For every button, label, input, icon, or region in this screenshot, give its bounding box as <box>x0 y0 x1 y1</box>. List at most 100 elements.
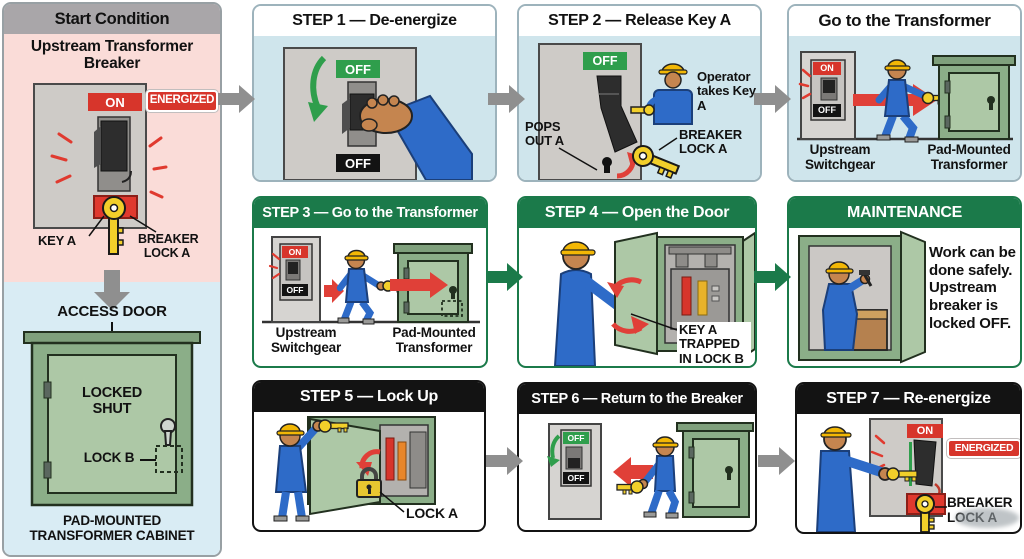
start-subtitle: Upstream Transformer Breaker <box>30 38 194 73</box>
switch-handle-on <box>100 120 128 172</box>
maintenance-text: Work can be done safely. Upstream breake… <box>929 244 1016 332</box>
switchgear-label: Upstream Switchgear <box>804 142 876 172</box>
switch-handle-face <box>342 98 350 134</box>
key-a-icon <box>616 480 644 495</box>
turn-arrowhead-top <box>607 282 624 298</box>
worker-figure <box>637 436 680 519</box>
step2-title: STEP 2 — Release Key A <box>519 6 760 36</box>
key-a-icon <box>102 196 126 255</box>
panel-step1: STEP 1 — De-energize OFF OFF <box>252 4 497 182</box>
step6-illustration <box>547 422 754 520</box>
on-tag: ON <box>907 424 943 438</box>
bushing-right <box>704 253 718 268</box>
key-trapped-label: KEY A TRAPPED IN LOCK B <box>677 322 751 366</box>
hinge-top <box>688 446 695 459</box>
keyhole-icon <box>987 96 995 110</box>
off-tag-bottom: OFF <box>336 154 380 172</box>
open-door-right <box>900 230 926 364</box>
worker-figure <box>336 249 386 325</box>
start-condition-body: Upstream Transformer Breaker ON ENERGIZE… <box>4 34 220 555</box>
maintenance-title: MAINTENANCE <box>789 198 1020 228</box>
switch-handle-on <box>913 439 937 487</box>
hinge-bottom <box>944 115 951 129</box>
locked-shut-label: LOCKED SHUT <box>81 385 143 417</box>
panel-start-condition: Start Condition <box>2 2 222 557</box>
flow-arrow-start-to-step1 <box>218 85 255 113</box>
panel-step4: STEP 4 — Open the Door <box>517 196 757 368</box>
panel-step7: STEP 7 — Re-energize <box>795 382 1022 534</box>
breaker-lock-a-label: BREAKER LOCK A <box>679 127 742 157</box>
trapped-pointer <box>630 313 678 331</box>
step3-illustration <box>262 236 480 325</box>
turn-arrowhead-bottom <box>631 316 649 334</box>
panel-maintenance: MAINTENANCE Work can be <box>787 196 1022 368</box>
red-element <box>385 437 395 481</box>
step4-title: STEP 4 — Open the Door <box>519 198 755 228</box>
switchgear-label: Upstream Switchgear <box>270 325 342 355</box>
short-arrow <box>324 279 344 303</box>
mini-handle <box>568 458 580 468</box>
tool-head <box>859 270 870 275</box>
hinge-bottom <box>688 491 695 504</box>
step1-body: OFF OFF <box>254 36 495 180</box>
operator-label: Operator takes Key A <box>697 69 756 113</box>
transformer-door <box>692 438 740 508</box>
step5-title: STEP 5 — Lock Up <box>254 382 484 412</box>
keyhole-icon <box>602 157 612 173</box>
mini-off-tag-bottom: OFF <box>563 472 589 484</box>
return-arrow <box>613 457 653 487</box>
start-condition-illustration <box>4 34 220 555</box>
goto-body: ON OFF Upstream Switchgear Pad-Mounted T… <box>789 36 1020 180</box>
step2-body: OFF POPS OUT A Operator takes Key A BREA… <box>519 36 760 180</box>
step6-title: STEP 6 — Return to the Breaker <box>519 384 755 414</box>
transformer-top <box>676 422 754 432</box>
hinge-top <box>944 80 951 94</box>
breaker-lock-pointer <box>658 137 678 151</box>
mini-off-tag: OFF <box>813 104 841 117</box>
key-a-pointer <box>88 215 105 237</box>
worker-figure <box>273 420 324 522</box>
lock-b-outline <box>441 300 463 317</box>
worker-figure <box>821 261 873 351</box>
goto-title: Go to the Transformer <box>789 6 1020 36</box>
flow-arrow-step4-to-maintenance <box>754 263 791 291</box>
detail-block-2 <box>711 295 720 302</box>
padlock-icon <box>356 467 382 498</box>
worker-figure <box>875 59 933 143</box>
step5-body: LOCK A <box>254 412 484 530</box>
lock-a-pointer <box>129 215 157 233</box>
cabinet-top <box>23 331 201 344</box>
keyhole-icon <box>449 286 457 299</box>
transformer-label: Pad-Mounted Transformer <box>927 142 1011 172</box>
step7-title: STEP 7 — Re-energize <box>797 384 1020 414</box>
breaker-lock-a-label: BREAKER LOCK A <box>138 232 199 260</box>
pops-out-pointer <box>558 147 598 171</box>
access-door-label: ACCESS DOOR <box>57 303 167 320</box>
flow-arrow-step3-to-step4 <box>486 263 523 291</box>
hinge-top <box>403 267 410 280</box>
transformer-top <box>932 55 1016 66</box>
worker-figure <box>815 426 892 532</box>
hinge-bottom <box>43 461 52 479</box>
keyhole-icon <box>725 466 733 480</box>
panel-goto-transformer: Go to the Transformer <box>787 4 1022 182</box>
panel-step3: STEP 3 — Go to the Transformer <box>252 196 488 368</box>
mini-on-tag: ON <box>282 246 308 258</box>
maintenance-body: Work can be done safely. Upstream breake… <box>789 228 1020 366</box>
panel-step5: STEP 5 — Lock Up <box>252 380 486 532</box>
key-a-icon <box>632 145 681 179</box>
step3-body: ON OFF Upstream Switchgear Pad-Mounted T… <box>254 228 486 366</box>
key-a-label: KEY A <box>37 233 76 248</box>
transformer-label: Pad-Mounted Transformer <box>392 325 476 355</box>
key-a-in-lock-icon <box>915 494 935 532</box>
switch-motion-arrow <box>121 170 132 183</box>
mini-handle <box>823 80 835 93</box>
hinge-top <box>43 381 52 399</box>
equipment-block <box>409 431 427 489</box>
mini-off-tag-top: OFF <box>563 432 589 444</box>
cabinet-door <box>47 354 177 494</box>
lock-b-outline <box>155 445 183 473</box>
flow-arrow-step2-to-goto <box>754 85 791 113</box>
mini-off-tag: OFF <box>282 284 308 296</box>
